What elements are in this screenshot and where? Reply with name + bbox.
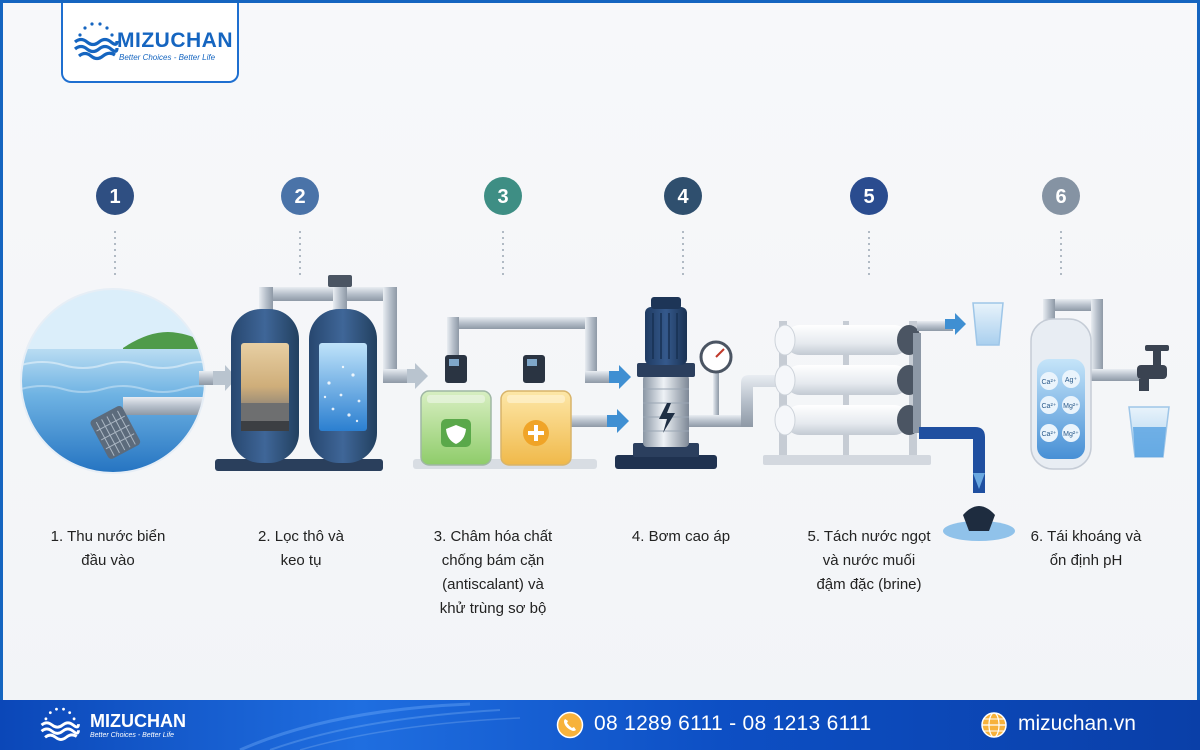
step-badge-5: 5 — [850, 177, 888, 215]
high-pressure-pump-illustration — [615, 297, 793, 469]
mineral-mg-2: Mg²⁺ — [1063, 431, 1079, 438]
mineral-mg-1: Mg²⁺ — [1063, 403, 1079, 410]
footer-wave-sun-logo-icon[interactable] — [38, 703, 82, 747]
mineral-ca-1: Ca²⁺ — [1042, 379, 1057, 386]
step-label-3-line2: chống bám cặn — [442, 552, 545, 569]
step-badge-2: 2 — [281, 177, 319, 215]
step-label-3-line3: (antiscalant) và — [442, 576, 544, 593]
globe-icon — [981, 712, 1007, 738]
wave-sun-logo-icon — [73, 22, 119, 61]
media-filter-tanks-illustration — [215, 275, 428, 471]
sea-intake-illustration — [20, 288, 237, 474]
step-number-5: 5 — [863, 186, 874, 208]
header-brand-name: MIZUCHAN — [117, 29, 233, 52]
footer-phone-numbers[interactable]: 08 1289 6111 - 08 1213 6111 — [594, 712, 872, 735]
chemical-dosing-illustration — [413, 317, 631, 469]
step-label-1-line2: đầu vào — [81, 552, 134, 569]
footer-decor-streaks — [239, 702, 521, 750]
reverse-osmosis-membranes-illustration — [763, 302, 1015, 541]
step-badge-6: 6 — [1042, 177, 1080, 215]
step-label-5-line1: 5. Tách nước ngọt — [807, 528, 931, 545]
step-label-6-line1: 6. Tái khoáng và — [1031, 528, 1142, 545]
step-label-3-line1: 3. Châm hóa chất — [434, 528, 553, 545]
mineral-ca-2: Ca²⁺ — [1042, 403, 1057, 410]
step-label-2-line1: 2. Lọc thô và — [258, 528, 345, 545]
footer-bar: MIZUCHAN Better Choices - Better Life 08… — [0, 700, 1200, 750]
step-connector-lines — [114, 231, 1062, 275]
footer-website-link[interactable]: mizuchan.vn — [1018, 712, 1136, 735]
step-badge-1: 1 — [96, 177, 134, 215]
phone-icon — [556, 711, 584, 739]
step-label-3-line4: khử trùng sơ bộ — [440, 600, 547, 617]
mineral-ag: Ag⁺ — [1065, 377, 1078, 384]
step-badge-4: 4 — [664, 177, 702, 215]
step-label-2-line2: keo tụ — [281, 552, 322, 569]
mineral-ca-3: Ca²⁺ — [1042, 431, 1057, 438]
step-number-4: 4 — [677, 186, 689, 208]
footer-brand-tagline: Better Choices - Better Life — [90, 732, 175, 739]
remineralization-tank-illustration: Ca²⁺ Ag⁺ Ca²⁺ Mg²⁺ Ca²⁺ Mg²⁺ — [1030, 299, 1170, 470]
step-number-2: 2 — [294, 186, 305, 208]
header-brand-tagline: Better Choices - Better Life — [119, 53, 216, 62]
step-number-1: 1 — [109, 186, 120, 208]
footer-brand-name: MIZUCHAN — [90, 711, 186, 731]
desalination-process-diagram: 1 2 3 4 5 6 — [20, 177, 1170, 617]
step-label-1-line1: 1. Thu nước biển — [51, 528, 166, 545]
step-label-4-line1: 4. Bơm cao áp — [632, 528, 730, 545]
step-labels: 1. Thu nước biển đầu vào 2. Lọc thô và k… — [51, 528, 1142, 617]
step-number-3: 3 — [497, 186, 508, 208]
step-badge-3: 3 — [484, 177, 522, 215]
step-number-6: 6 — [1055, 186, 1066, 208]
header-logo-card[interactable]: MIZUCHAN Better Choices - Better Life — [61, 3, 239, 83]
step-label-6-line2: ổn định pH — [1050, 552, 1123, 569]
step-label-5-line3: đậm đặc (brine) — [816, 576, 921, 593]
step-label-5-line2: và nước muối — [823, 552, 915, 569]
